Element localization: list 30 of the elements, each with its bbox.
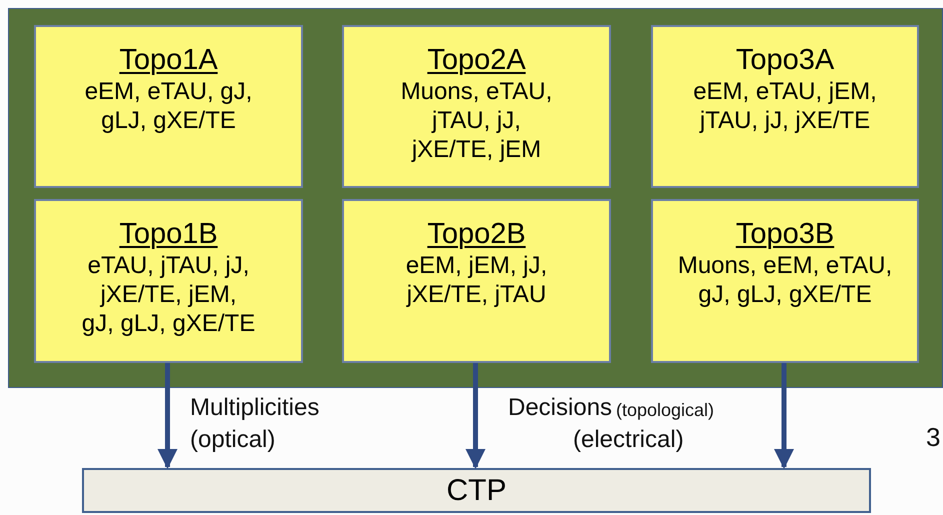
signal-list: Muons, eEM, eTAU, gJ, gLJ, gXE/TE — [678, 251, 892, 309]
signal-list: eEM, jEM, jJ, jXE/TE, jTAU — [364, 251, 589, 309]
box-title: CTP — [446, 476, 506, 506]
module-box — [34, 25, 303, 188]
panel-background — [8, 8, 943, 388]
arrow-label: (optical) — [190, 428, 276, 452]
signal-list: eEM, eTAU, gJ, gLJ, gXE/TE — [61, 77, 276, 135]
signal-list: eTAU, jTAU, jJ, jXE/TE, jEM, gJ, gLJ, gXE/TE — [61, 251, 276, 338]
signal-list: eEM, eTAU, jEM, jTAU, jJ, jXE/TE — [690, 77, 880, 135]
box-title: Topo3A — [736, 43, 834, 77]
box-title: Topo2A — [427, 43, 526, 77]
module-box — [651, 199, 919, 363]
box-title: Topo2B — [427, 217, 526, 251]
module-box — [342, 199, 611, 363]
page-number: 3 — [926, 424, 940, 450]
box-title: Topo3B — [736, 217, 834, 251]
module-box — [651, 25, 919, 188]
arrow — [466, 363, 486, 469]
box-title: Topo1B — [119, 217, 218, 251]
arrow-label: Multiplicities — [190, 396, 320, 420]
arrow-label: (electrical) — [573, 428, 684, 452]
module-box — [34, 199, 303, 363]
box-title: Topo1A — [119, 43, 218, 77]
arrow-label: Decisions — [508, 396, 612, 420]
arrow — [774, 363, 794, 469]
signal-list: Muons, eTAU, jTAU, jJ, jXE/TE, jEM — [369, 77, 584, 164]
arrow-label: (topological) — [616, 401, 714, 419]
ctp-box — [82, 468, 871, 513]
arrow — [158, 363, 178, 469]
module-box — [342, 25, 611, 188]
